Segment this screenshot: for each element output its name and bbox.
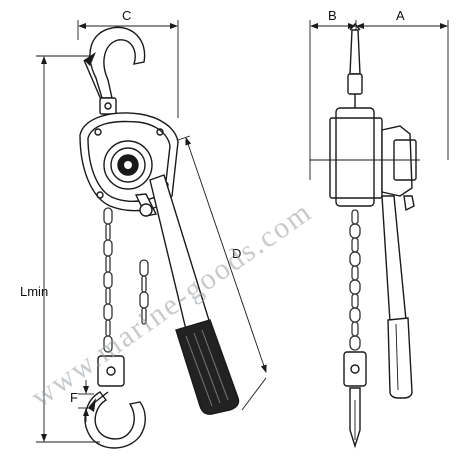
dim-label-c: C	[122, 8, 131, 23]
side-view	[310, 22, 420, 449]
front-view	[79, 26, 240, 449]
top-hook	[83, 26, 146, 115]
side-dimensions	[309, 20, 449, 180]
side-top-hook	[347, 22, 363, 108]
side-handle	[381, 195, 413, 399]
bottom-hook	[84, 355, 146, 449]
dim-label-b: B	[328, 8, 337, 23]
load-chain	[103, 207, 113, 353]
front-dimensions	[36, 20, 267, 443]
side-bottom-hook	[343, 351, 367, 449]
dim-label-d: D	[232, 246, 241, 261]
side-chain	[349, 209, 361, 351]
side-body	[310, 107, 420, 212]
dim-label-a: A	[396, 8, 405, 23]
dim-label-lmin: Lmin	[20, 284, 48, 299]
slack-chain	[139, 259, 149, 325]
dim-label-f: F	[70, 390, 78, 405]
